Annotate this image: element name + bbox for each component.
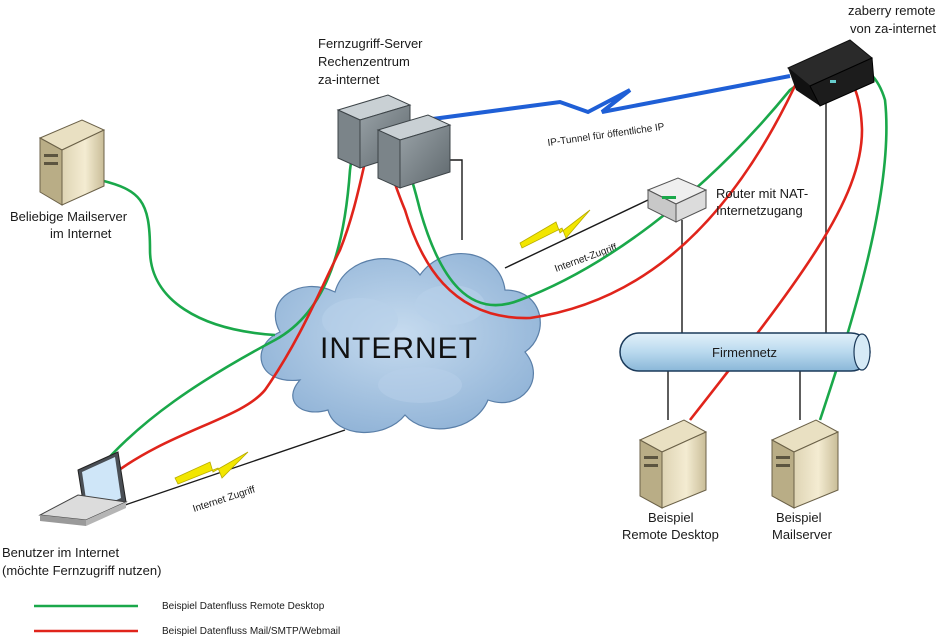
mailserver-internet-label-1: Beliebige Mailserver	[10, 209, 128, 224]
server-tower-icon	[638, 419, 708, 509]
fernzugriff-label-3: za-internet	[318, 72, 380, 87]
flow-remote-desktop	[97, 63, 888, 471]
lightning-bolt-icon	[519, 209, 591, 249]
flow-mail-smtp-webmail	[107, 65, 864, 480]
router-icon	[646, 177, 708, 223]
laptop-to-cloud-line	[124, 429, 346, 506]
lightning-bolt-icon	[174, 451, 249, 485]
legend: Beispiel Datenfluss Remote Desktop Beisp…	[34, 601, 340, 637]
ip-tunnel-label: IP-Tunnel für öffentliche IP	[547, 122, 666, 149]
router-label-2: Internetzugang	[716, 203, 803, 218]
server-rack-icon	[336, 94, 452, 189]
benutzer-label-2: (möchte Fernzugriff nutzen)	[2, 563, 161, 578]
remote-desktop-label-1: Beispiel	[648, 510, 694, 525]
server-tower-icon	[38, 119, 106, 206]
fernzugriff-label-1: Fernzugriff-Server	[318, 36, 423, 51]
mailserver-internet-label-2: im Internet	[50, 226, 112, 241]
router-label-1: Router mit NAT-	[716, 186, 808, 201]
router-to-cloud-line	[504, 199, 649, 269]
server-tower-icon	[770, 419, 840, 509]
fernzugriff-label-2: Rechenzentrum	[318, 54, 410, 69]
firmennetz-label: Firmennetz	[712, 345, 777, 360]
mailserver-firma-label-1: Beispiel	[776, 510, 822, 525]
internet-zugriff-laptop-label: Internet Zugriff	[192, 484, 257, 515]
laptop-icon	[38, 451, 128, 526]
remote-desktop-label-2: Remote Desktop	[622, 527, 719, 542]
wired-connections	[124, 96, 827, 506]
legend-label-red: Beispiel Datenfluss Mail/SMTP/Webmail	[162, 626, 340, 637]
mailserver-firma-label-2: Mailserver	[772, 527, 833, 542]
legend-label-green: Beispiel Datenfluss Remote Desktop	[162, 601, 325, 612]
zaberry-label-2: von za-internet	[850, 21, 936, 36]
zaberry-device-icon	[787, 39, 875, 107]
ip-tunnel-bolt	[409, 74, 791, 124]
zaberry-label-1: zaberry remote	[848, 3, 935, 18]
benutzer-label-1: Benutzer im Internet	[2, 545, 119, 560]
internet-label: INTERNET	[320, 332, 478, 365]
network-pipe-icon	[619, 332, 871, 372]
